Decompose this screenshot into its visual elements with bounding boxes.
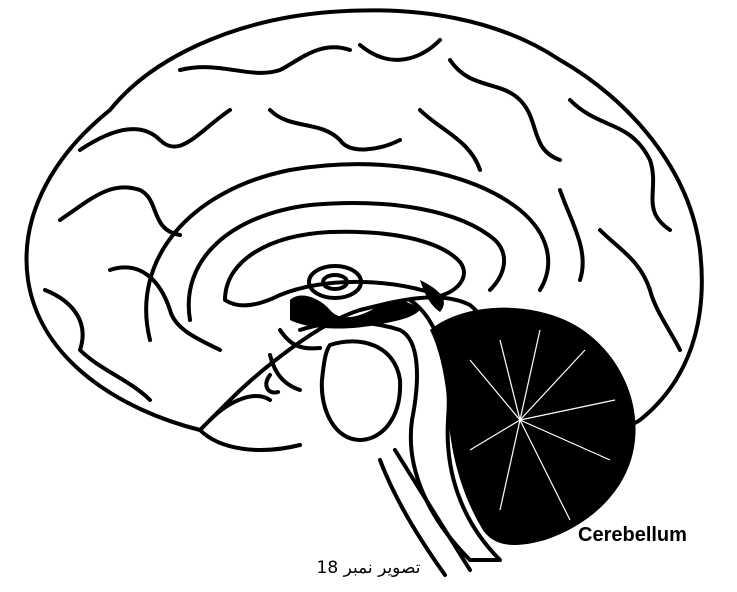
sulcus-line: [110, 267, 220, 350]
temporal-lobe-contour: [200, 396, 300, 450]
sulcus-line: [600, 230, 680, 350]
pituitary: [266, 375, 278, 393]
pons: [322, 341, 400, 440]
sulcus-line: [570, 100, 670, 230]
sulcus-line: [560, 190, 583, 280]
sulcus-line: [180, 47, 350, 73]
cerebellum-label: Cerebellum: [578, 524, 687, 547]
corpus-callosum-outer: [189, 203, 504, 320]
figure-caption-text: تصویر نمبر 18: [317, 558, 421, 578]
sulcus-line: [420, 110, 480, 170]
figure-caption: تصویر نمبر 18: [0, 558, 737, 578]
sulcus-line: [270, 110, 400, 149]
sulcus-line: [360, 40, 440, 60]
sulcus-line: [60, 187, 180, 235]
